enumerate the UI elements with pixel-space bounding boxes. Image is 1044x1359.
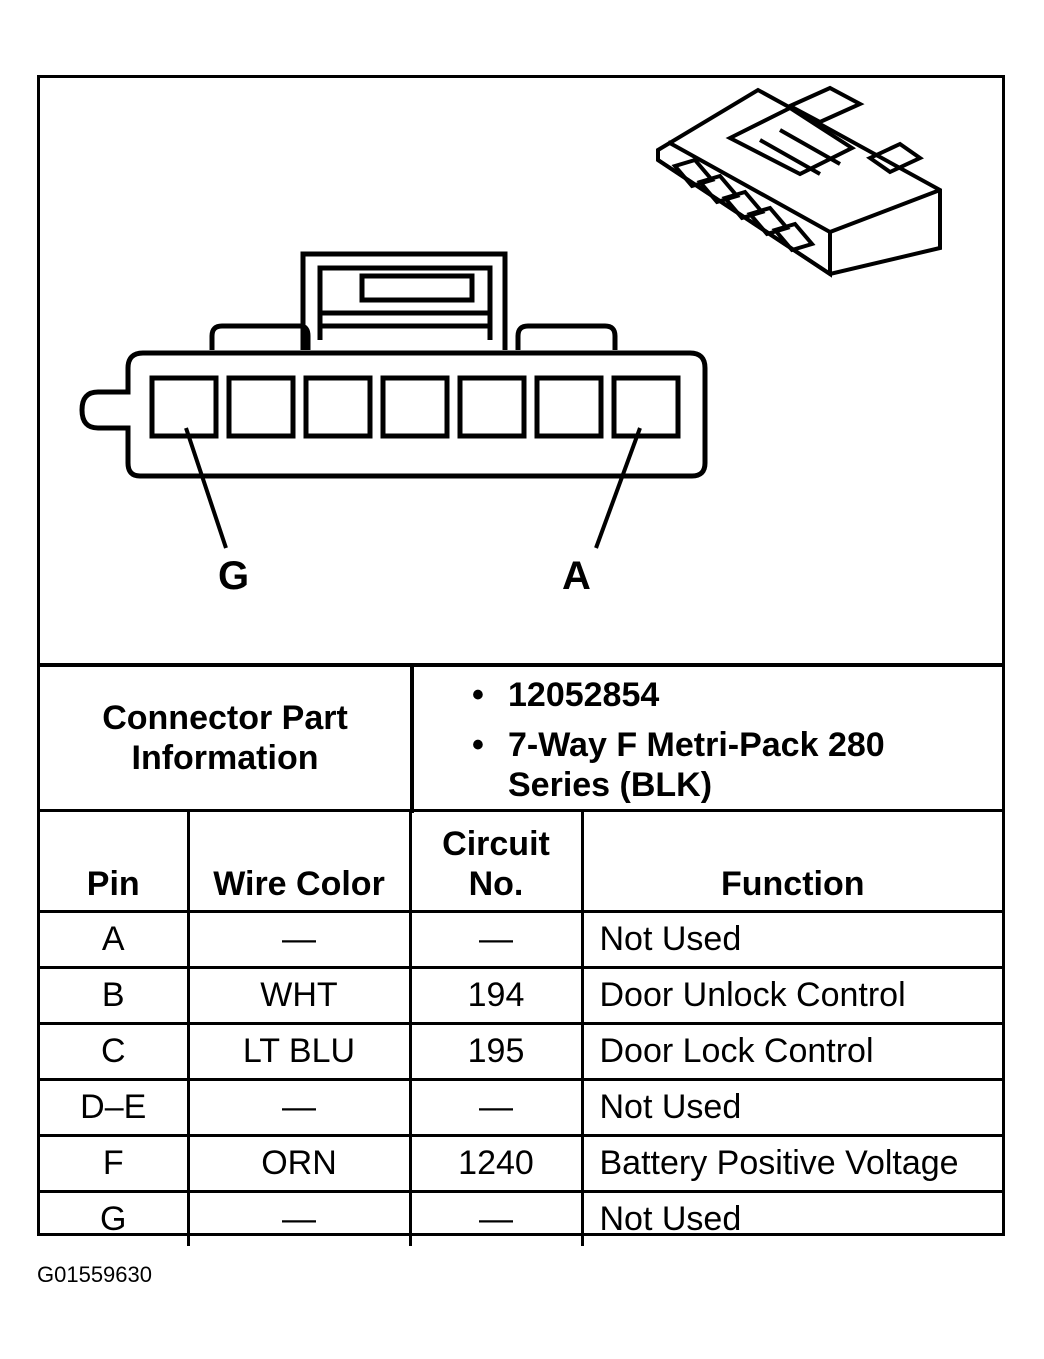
header-pin: Pin <box>40 809 190 913</box>
header-wire-color: Wire Color <box>186 809 412 913</box>
cell-pin: C <box>40 1022 190 1081</box>
connector-figure: G A Connector Part Information •12052854… <box>37 75 1005 1246</box>
connector-part-info: Connector Part Information •12052854 •7-… <box>40 663 1002 813</box>
cell-wire-color: LT BLU <box>186 1022 412 1081</box>
pin-table: Pin Wire Color Circuit No. Function A — … <box>40 809 1002 1246</box>
cell-wire-color: ORN <box>186 1134 412 1193</box>
table-row: C LT BLU 195 Door Lock Control <box>40 1022 1002 1081</box>
pin-cavities <box>149 375 681 439</box>
cell-function: Door Lock Control <box>580 1022 1002 1081</box>
cell-pin: G <box>40 1190 190 1246</box>
cell-circuit: — <box>408 910 584 969</box>
pin-label-g: G <box>218 554 250 598</box>
pin-leader-lines <box>184 427 642 549</box>
table-row: A — — Not Used <box>40 910 1002 969</box>
header-function: Function <box>580 809 1002 913</box>
cell-function: Not Used <box>580 1078 1002 1137</box>
connector-3d-view <box>656 85 942 278</box>
connector-info-label: Connector Part Information <box>102 699 348 777</box>
table-row: B WHT 194 Door Unlock Control <box>40 966 1002 1025</box>
cell-wire-color: WHT <box>186 966 412 1025</box>
cell-function: Door Unlock Control <box>580 966 1002 1025</box>
cell-pin: A <box>40 910 190 969</box>
table-header-row: Pin Wire Color Circuit No. Function <box>40 809 1002 913</box>
cell-circuit: 195 <box>408 1022 584 1081</box>
cell-circuit: — <box>408 1190 584 1246</box>
cell-wire-color: — <box>186 1078 412 1137</box>
cell-pin: D–E <box>40 1078 190 1137</box>
header-circuit-no: Circuit No. <box>408 809 584 913</box>
table-row: F ORN 1240 Battery Positive Voltage <box>40 1134 1002 1193</box>
cell-circuit: — <box>408 1078 584 1137</box>
cell-pin: B <box>40 966 190 1025</box>
figure-code: G01559630 <box>37 1262 152 1287</box>
cell-wire-color: — <box>186 1190 412 1246</box>
connector-front-view <box>79 251 708 479</box>
connector-info-item: •12052854 <box>472 676 660 714</box>
cell-circuit: 194 <box>408 966 584 1025</box>
connector-info-list: •12052854 •7-Way F Metri-Pack 280 Series… <box>470 675 888 815</box>
table-row: D–E — — Not Used <box>40 1078 1002 1137</box>
cell-wire-color: — <box>186 910 412 969</box>
cell-function: Not Used <box>580 910 1002 969</box>
info-divider <box>410 667 414 813</box>
connector-info-item: •7-Way F Metri-Pack 280 Series (BLK) <box>472 726 885 804</box>
connector-type: 7-Way F Metri-Pack 280 Series (BLK) <box>508 726 885 804</box>
cell-function: Not Used <box>580 1190 1002 1246</box>
table-row: G — — Not Used <box>40 1190 1002 1246</box>
cell-circuit: 1240 <box>408 1134 584 1193</box>
pin-label-a: A <box>562 554 591 598</box>
cell-function: Battery Positive Voltage <box>580 1134 1002 1193</box>
connector-drawing <box>79 85 942 549</box>
cell-pin: F <box>40 1134 190 1193</box>
part-number: 12052854 <box>508 676 660 714</box>
